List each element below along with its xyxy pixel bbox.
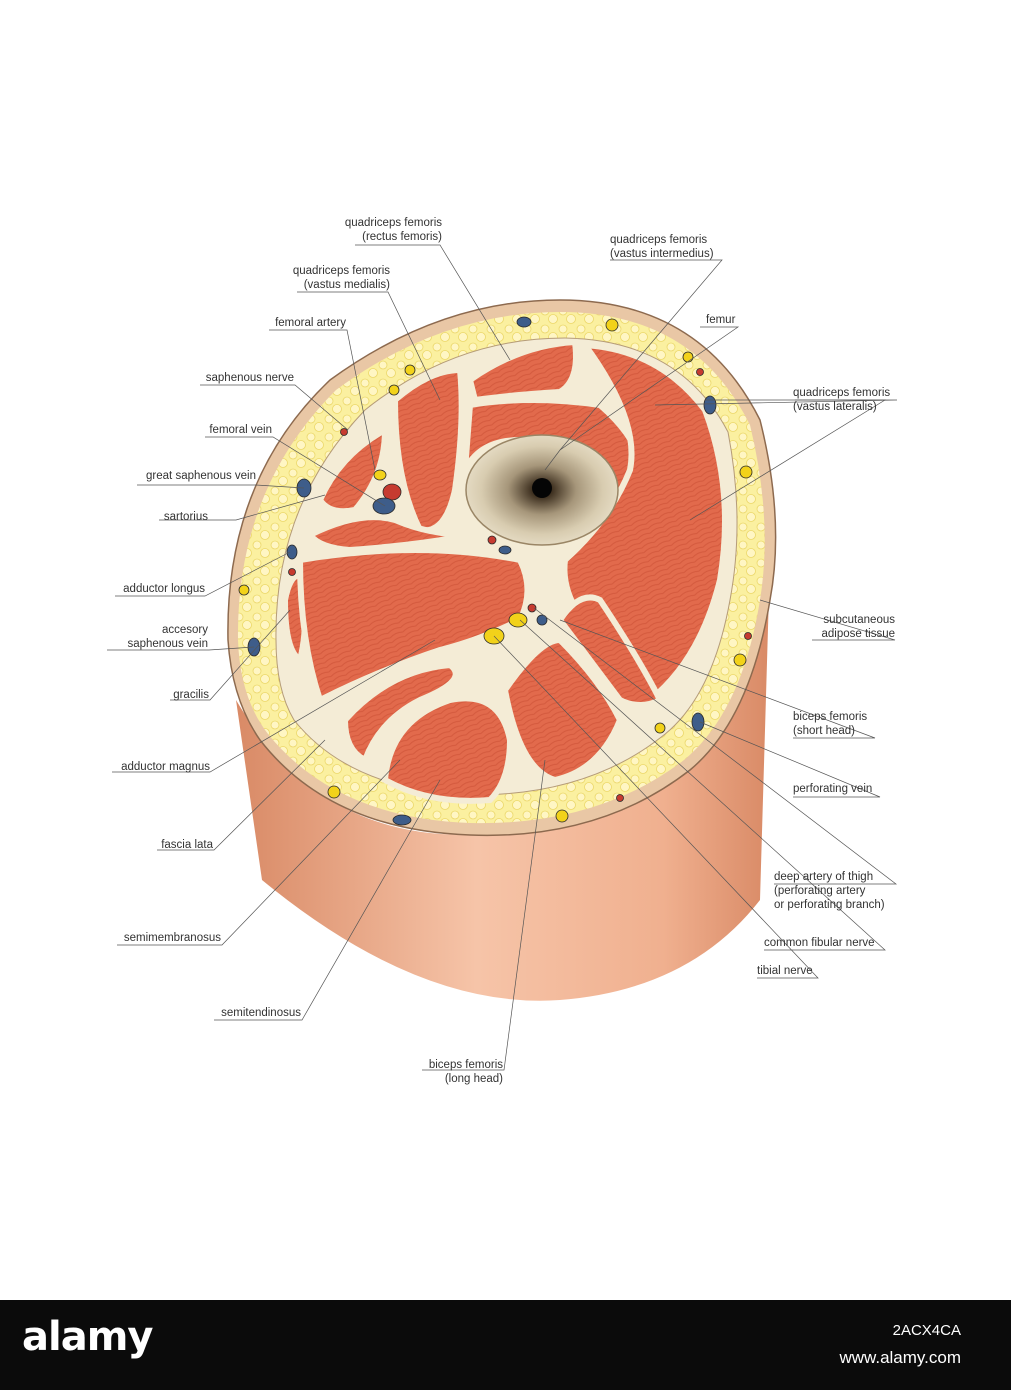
artery-dot-center [487,535,497,545]
leader-lines [107,244,898,1071]
label-great-saphenous-vein: great saphenous vein [146,470,256,482]
nerve-dot-9 [327,785,341,799]
nerve-dot-1 [404,364,416,376]
artery-dot-2 [288,568,296,576]
nerve-dot-3 [605,318,619,332]
nerve-dot-6 [733,653,747,667]
nerve-dot-4 [682,351,694,363]
artery-dot-3 [744,632,752,640]
vastus-medialis-shape [391,366,465,534]
label-fascia-lata: fascia lata [161,839,213,851]
image-id-text: 2ACX4CA [892,1322,961,1339]
label-perforating-vein: perforating vein [793,783,873,795]
label-femoral-vein: femoral vein [209,424,272,436]
label-common-fibular: common fibular nerve [764,937,875,949]
sartorius-shape [316,424,389,515]
artery-dot-5 [696,368,704,376]
label-semimembranosus: semimembranosus [123,932,221,944]
thigh-cross-section-diagram: quadriceps femoris(rectus femoris) quadr… [107,217,898,1085]
nerve-dot-8 [555,809,569,823]
adductor-longus-shape [305,514,471,554]
label-saphenous-nerve: saphenous nerve [205,372,294,384]
common-fibular-dot [508,612,528,628]
perforating-vein-dot [691,712,705,732]
saphenous-nerve-dot [373,469,387,481]
deep-artery-dot [527,603,537,613]
nerve-dot-2 [388,384,400,396]
label-adductor-magnus: adductor magnus [121,761,210,773]
label-adductor-longus: adductor longus [123,583,205,595]
nerve-dot-7 [654,722,666,734]
vessels [238,316,753,826]
vein-dot-right [703,395,717,415]
label-vastus-medialis: quadriceps femoris(vastus medialis) [292,265,390,291]
anatomy-illustration [107,244,898,1071]
rectus-femoris-shape [466,338,579,404]
label-femur: femur [706,314,736,326]
label-semitendinosus: semitendinosus [221,1007,301,1019]
vein-dot-left [286,544,298,560]
label-rectus-femoris: quadriceps femoris(rectus femoris) [344,217,442,243]
artery-dot-1 [340,428,348,436]
label-biceps-long: biceps femoris(long head) [428,1059,503,1085]
marrow-cavity [532,478,552,498]
watermark-footer: alamy 2ACX4CA www.alamy.com [0,1300,1011,1390]
femoral-artery-dot [382,483,402,501]
nerve-dot-10 [238,584,250,596]
label-vastus-lateralis: quadriceps femoris(vastus lateralis) [793,387,891,413]
label-femoral-artery: femoral artery [275,317,346,329]
label-tibial-nerve: tibial nerve [757,965,813,977]
nerve-dot-5 [739,465,753,479]
vein-dot-bottom [392,814,412,826]
vein-dot-deep [536,614,548,626]
semitendinosus-shape [381,695,514,804]
biceps-long-shape [501,636,624,784]
adductor-magnus-shape [296,547,531,705]
biceps-short-shape [556,594,665,708]
vein-dot-center [498,545,512,555]
label-vastus-intermedius: quadriceps femoris(vastus intermedius) [610,234,714,260]
artery-dot-4 [616,794,624,802]
vein-dot-top [516,316,532,328]
site-url-text: www.alamy.com [839,1348,961,1367]
brand-logo: alamy [22,1314,153,1360]
label-gracilis: gracilis [173,689,209,701]
label-biceps-short: biceps femoris(short head) [793,711,868,737]
label-sartorius: sartorius [163,511,208,523]
thigh-cylinder [236,560,770,1001]
semimembranosus-shape [341,661,459,765]
